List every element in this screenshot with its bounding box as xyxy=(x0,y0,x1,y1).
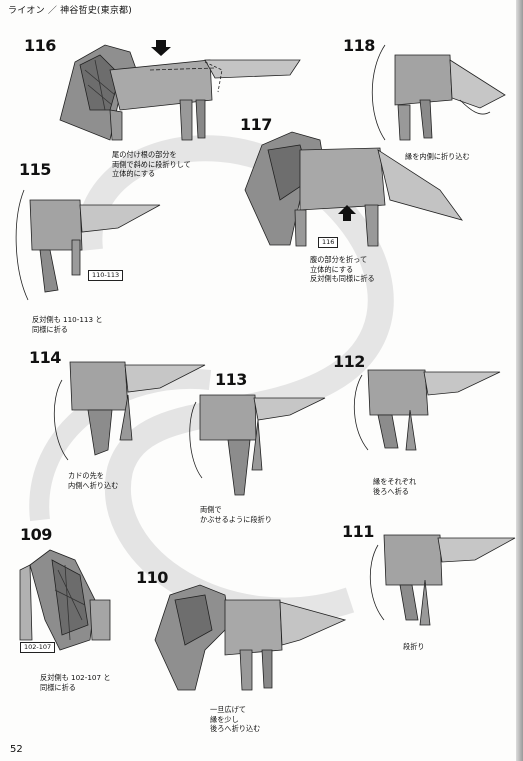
step-number-111: 111 xyxy=(342,522,374,541)
fold-arrow-116 xyxy=(151,40,171,56)
lion-figure-117 xyxy=(244,131,464,247)
reference-tag-117: 116 xyxy=(318,237,339,248)
lion-figure-110 xyxy=(154,584,347,691)
step-number-116: 116 xyxy=(24,36,56,55)
lion-figure-118 xyxy=(371,44,506,141)
lion-figure-114 xyxy=(53,361,206,461)
caption-111: 段折り xyxy=(403,642,425,651)
page-header-title: ライオン ／ 神谷哲史(東京都) xyxy=(8,6,132,16)
caption-115: 反対側も 110-113 と 同様に折る xyxy=(32,315,103,334)
lion-figure-115 xyxy=(15,189,161,301)
caption-117: 腹の部分を折って 立体的にする 反対側も同様に折る xyxy=(310,255,375,284)
caption-113: 両側で かぶせるように段折り xyxy=(200,505,272,524)
caption-118: 縁を内側に折り込む xyxy=(405,152,470,161)
book-spine-shadow xyxy=(516,0,523,761)
step-number-115: 115 xyxy=(19,160,51,179)
caption-112: 縁をそれぞれ 後ろへ折る xyxy=(373,477,417,496)
page-number: 52 xyxy=(10,744,23,755)
step-number-110: 110 xyxy=(136,568,168,587)
caption-116: 尾の付け根の部分を 両側で斜めに段折りして 立体的にする xyxy=(112,150,191,179)
reference-tag-109: 102-107 xyxy=(20,642,56,653)
caption-110: 一旦広げて 縁を少し 後ろへ折り込む xyxy=(210,705,261,734)
lion-figure-116 xyxy=(59,44,301,141)
reference-tag-115: 110-113 xyxy=(88,270,124,281)
step-number-118: 118 xyxy=(343,36,375,55)
caption-114: カドの先を 内側へ折り込む xyxy=(68,471,119,490)
step-number-113: 113 xyxy=(215,370,247,389)
lion-figure-109 xyxy=(19,549,111,651)
lion-figure-113 xyxy=(189,394,326,496)
step-number-112: 112 xyxy=(333,352,365,371)
lion-figure-111 xyxy=(369,534,516,626)
step-number-117: 117 xyxy=(240,115,272,134)
caption-109: 反対側も 102-107 と 同様に折る xyxy=(40,673,111,692)
step-number-109: 109 xyxy=(20,525,52,544)
lion-figure-112 xyxy=(353,369,501,451)
step-number-114: 114 xyxy=(29,348,61,367)
fold-arrow-117 xyxy=(338,205,356,221)
